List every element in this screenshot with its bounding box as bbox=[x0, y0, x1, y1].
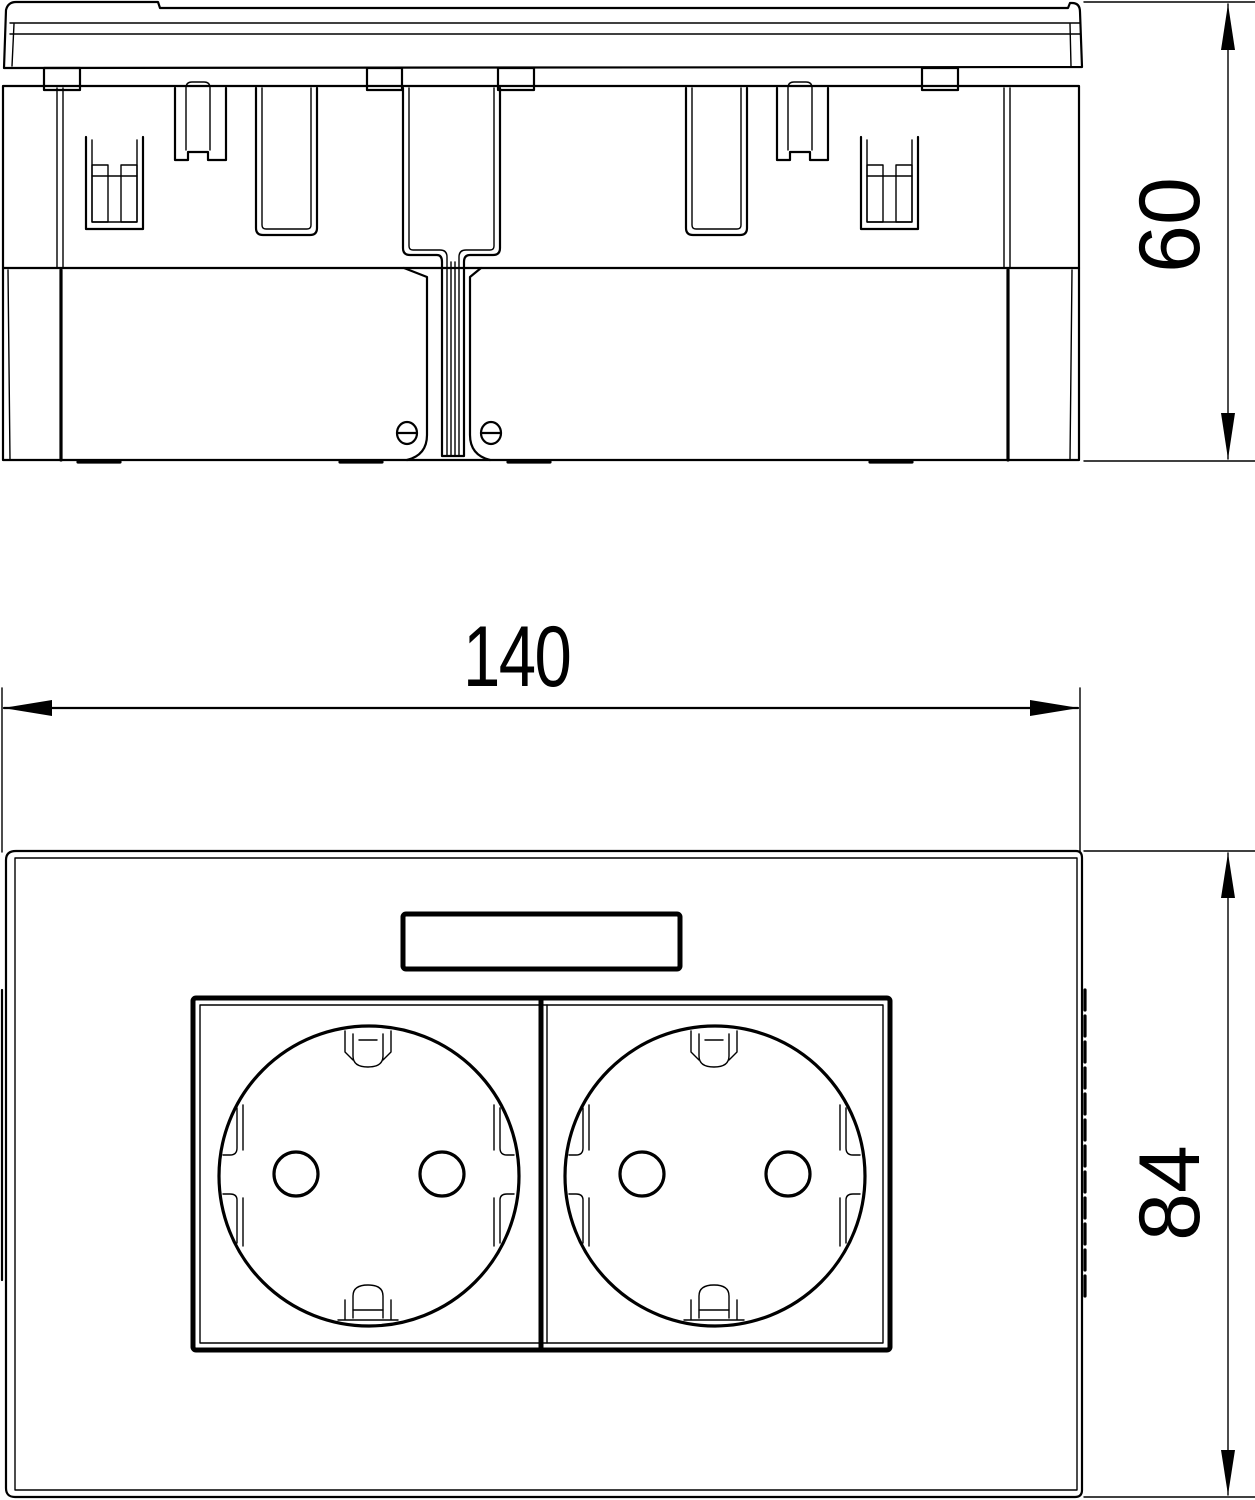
side-guide-icon bbox=[222, 1104, 244, 1247]
lid-tab bbox=[920, 66, 960, 92]
slot-left bbox=[254, 86, 319, 237]
arrowhead-icon bbox=[1030, 700, 1079, 716]
hook-right bbox=[775, 86, 830, 162]
socket-recess bbox=[563, 1024, 867, 1328]
earth-clip-icon bbox=[698, 1284, 730, 1319]
side-guide-icon bbox=[493, 1104, 515, 1247]
latch-clip-left bbox=[84, 135, 145, 231]
faceplate-outline bbox=[4, 849, 1084, 1499]
pin-hole-icon bbox=[418, 1150, 466, 1198]
dimension-label-width: 140 bbox=[463, 609, 572, 705]
pin-hole-icon bbox=[764, 1150, 812, 1198]
dimension-84 bbox=[1083, 850, 1255, 1498]
front-view bbox=[0, 849, 1087, 1499]
faceplate-inner bbox=[14, 857, 1078, 1491]
lid-corner bbox=[11, 23, 15, 67]
dimension-label-height: 60 bbox=[1121, 177, 1218, 273]
side-guide-icon bbox=[839, 1104, 861, 1247]
dimension-140 bbox=[1, 687, 1081, 853]
lid-tab bbox=[365, 66, 404, 92]
socket-recess bbox=[217, 1024, 521, 1328]
side-guide-icon bbox=[568, 1104, 590, 1247]
arrowhead-icon bbox=[1221, 853, 1235, 898]
socket-right bbox=[563, 1024, 867, 1328]
earth-clip-icon bbox=[352, 1033, 384, 1068]
housing-lower bbox=[1, 266, 1081, 462]
earth-clip-icon bbox=[698, 1033, 730, 1068]
latch-clip-right bbox=[859, 135, 920, 231]
dimension-label-height-wrap: 60 bbox=[1122, 177, 1218, 273]
pin-hole-icon bbox=[618, 1150, 666, 1198]
dimension-60 bbox=[1083, 1, 1255, 462]
dimension-label-depth: 84 bbox=[1121, 1145, 1218, 1241]
arrowhead-icon bbox=[1221, 1450, 1235, 1495]
arrowhead-icon bbox=[1221, 413, 1235, 459]
lid-corner bbox=[1069, 23, 1072, 67]
screw-icon bbox=[479, 420, 503, 446]
center-divider bbox=[401, 86, 502, 458]
arrowhead-icon bbox=[1221, 4, 1235, 50]
pin-hole-icon bbox=[272, 1150, 320, 1198]
socket-left bbox=[217, 1024, 521, 1328]
hook-left bbox=[173, 86, 228, 162]
dimension-label-depth-wrap: 84 bbox=[1122, 1145, 1218, 1241]
lid-outline bbox=[2, 0, 1084, 70]
label-window bbox=[400, 911, 683, 972]
earth-clip-icon bbox=[352, 1284, 384, 1319]
lid-tab bbox=[42, 66, 82, 92]
arrowhead-icon bbox=[3, 700, 52, 716]
side-view bbox=[1, 0, 1084, 464]
lid-tab bbox=[496, 66, 536, 92]
slot-right bbox=[684, 86, 749, 237]
housing-upper bbox=[1, 84, 1081, 270]
screw-icon bbox=[395, 420, 419, 446]
